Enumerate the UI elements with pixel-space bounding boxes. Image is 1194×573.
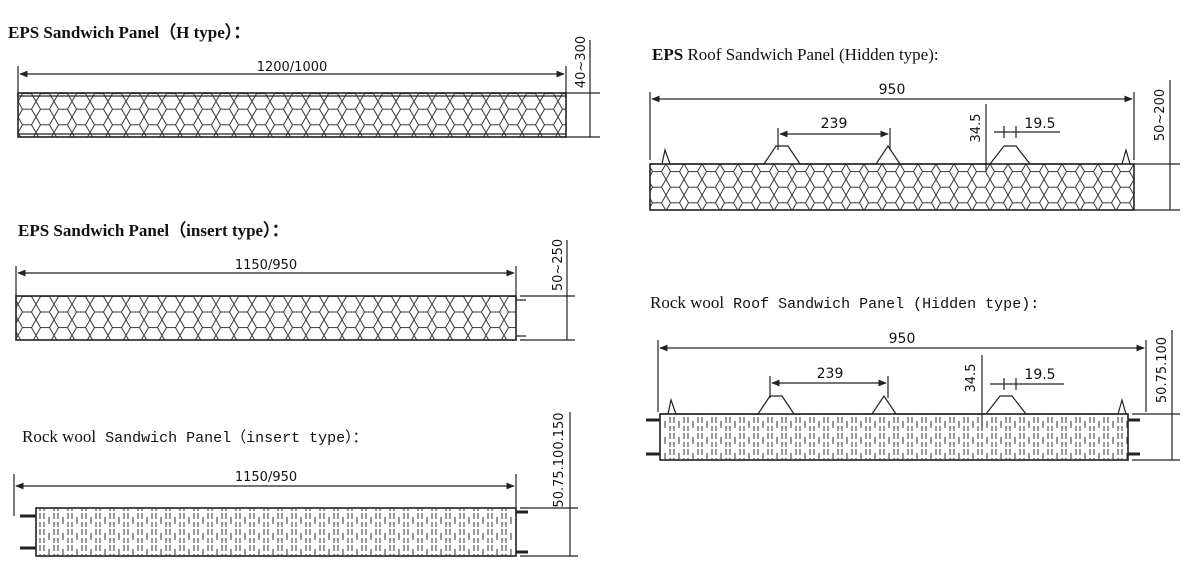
- eps-insert-panel: EPS Sandwich Panel（insert type）： 1150/95…: [15, 220, 575, 341]
- rock-insert-width-label: 1150/950: [235, 470, 297, 485]
- eps-h-title: EPS Sandwich Panel（H type）：: [8, 22, 250, 42]
- rock-roof-title: Rock wool Roof Sandwich Panel (Hidden ty…: [650, 293, 1039, 313]
- eps-h-panel: EPS Sandwich Panel（H type）： 1200/1000 40…: [8, 22, 600, 138]
- eps-roof-title: EPS Roof Sandwich Panel (Hidden type):: [652, 45, 939, 64]
- eps-roof-rib-top-label: 19.5: [1024, 116, 1055, 132]
- eps-h-width-label: 1200/1000: [257, 60, 328, 75]
- rock-insert-title: Rock wool Sandwich Panel（insert type）：: [22, 427, 368, 447]
- rock-roof-width-label: 950: [889, 331, 916, 347]
- eps-roof-pitch-label: 239: [821, 116, 848, 132]
- rock-insert-panel: Rock wool Sandwich Panel（insert type）： 1…: [13, 412, 578, 557]
- eps-insert-thickness-label: 50~250: [551, 239, 566, 291]
- rock-roof-thickness-label: 50.75.100: [1155, 337, 1170, 403]
- rock-roof-rib-top-label: 19.5: [1024, 367, 1055, 383]
- eps-roof-width-label: 950: [879, 82, 906, 98]
- eps-h-thickness-label: 40~300: [574, 36, 589, 88]
- eps-roof-rib-height-label: 34.5: [969, 114, 984, 143]
- eps-roof-thickness-label: 50~200: [1153, 89, 1168, 141]
- eps-insert-width-label: 1150/950: [235, 258, 297, 273]
- rock-roof-panel: Rock wool Roof Sandwich Panel (Hidden ty…: [646, 293, 1180, 461]
- eps-roof-panel: EPS Roof Sandwich Panel (Hidden type): 9…: [649, 45, 1180, 211]
- rock-roof-pitch-label: 239: [817, 366, 844, 382]
- eps-insert-title: EPS Sandwich Panel（insert type）：: [18, 220, 289, 240]
- rock-insert-thickness-label: 50.75.100.150: [552, 412, 567, 507]
- rock-roof-rib-height-label: 34.5: [964, 364, 979, 393]
